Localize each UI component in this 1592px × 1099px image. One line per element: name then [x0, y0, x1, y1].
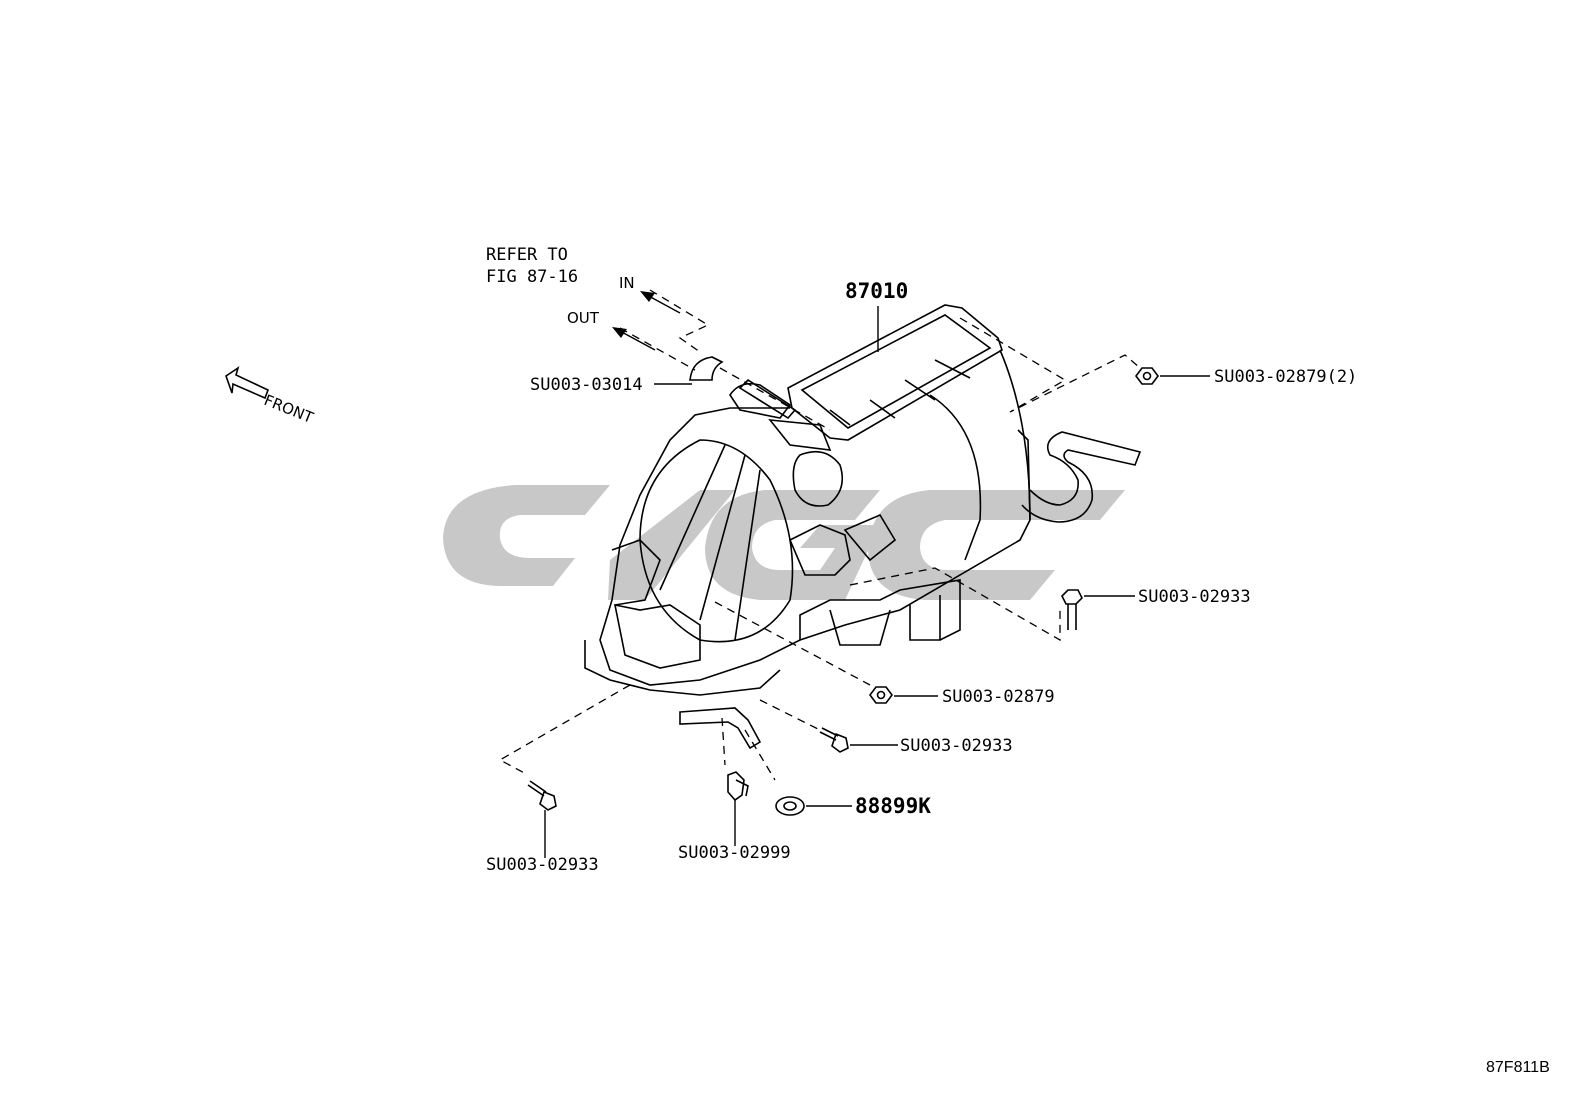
- bolt-center-icon: [819, 727, 849, 753]
- bolt-left-icon: [527, 780, 557, 811]
- out-arrow-icon: [612, 327, 627, 338]
- flow-out-label: OUT: [567, 309, 600, 327]
- nut-right-icon: [1135, 367, 1159, 385]
- assembly-guide-lines: [498, 289, 1141, 781]
- part-label-bolt-left: SU003-02933: [486, 855, 599, 875]
- part-label-nut-center: SU003-02879: [942, 687, 1055, 707]
- hvac-unit-drawing: [584, 304, 1142, 750]
- part-label-nut-right: SU003-02879(2): [1214, 367, 1357, 387]
- part-label-grommet: 88899K: [855, 794, 931, 818]
- front-arrow-icon: [225, 366, 270, 400]
- leader-lines: [544, 306, 1210, 858]
- clip-bottom-icon: [727, 771, 749, 802]
- flow-arrows: [612, 291, 681, 351]
- part-label-bolt-center: SU003-02933: [900, 736, 1013, 756]
- nut-center-icon: [869, 686, 893, 704]
- part-label-main-unit: 87010: [845, 279, 908, 303]
- watermark-logo: [443, 485, 1125, 600]
- part-label-clip-top: SU003-03014: [530, 375, 643, 395]
- refer-line-2: FIG 87-16: [486, 267, 578, 287]
- fastener-clip-top-icon: [689, 356, 724, 381]
- grommet-icon: [775, 796, 805, 816]
- flow-in-label: IN: [619, 274, 635, 292]
- in-arrow-icon: [640, 291, 655, 302]
- figure-code: 87F811B: [1486, 1059, 1550, 1076]
- front-label: FRONT: [262, 391, 317, 427]
- part-label-bolt-right: SU003-02933: [1138, 587, 1251, 607]
- part-label-clip-bottom: SU003-02999: [678, 843, 791, 863]
- bolt-right-icon: [1061, 589, 1083, 630]
- refer-line-1: REFER TO: [486, 245, 568, 265]
